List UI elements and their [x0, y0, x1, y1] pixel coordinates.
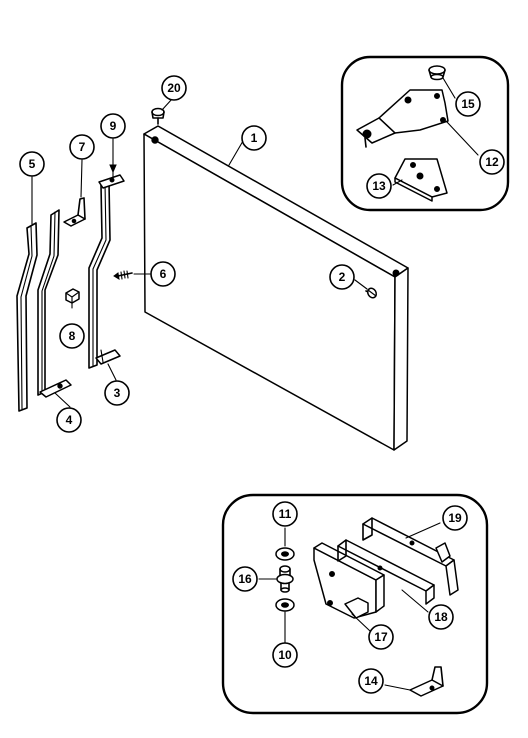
callout-5: 5 — [19, 151, 45, 177]
callout-3: 3 — [104, 380, 130, 406]
hinge-bracket-18 — [337, 539, 435, 605]
screw-6 — [113, 270, 133, 280]
hinge-plate-19 — [362, 517, 459, 596]
clip-7 — [63, 197, 86, 227]
bracket-14 — [409, 666, 444, 697]
callout-circle — [150, 261, 176, 287]
callout-circle — [232, 566, 258, 592]
callout-number: 5 — [29, 157, 36, 171]
callout-number: 12 — [485, 155, 499, 169]
screw-2 — [365, 287, 378, 299]
callout-12: 12 — [479, 149, 505, 175]
mounting-strip-4 — [37, 209, 72, 398]
callout-8: 8 — [59, 323, 85, 349]
callout-number: 10 — [278, 648, 292, 662]
callout-9: 9 — [100, 113, 126, 139]
callout-circle — [272, 642, 298, 668]
callout-circle — [442, 505, 468, 531]
callout-13: 13 — [366, 173, 392, 199]
callout-6: 6 — [150, 261, 176, 287]
callout-circle — [56, 407, 82, 433]
callout-circle — [329, 264, 355, 290]
callout-circle — [455, 91, 481, 117]
callout-circle — [428, 604, 454, 630]
callout-18: 18 — [428, 604, 454, 630]
callout-circle — [272, 501, 298, 527]
callout-number: 15 — [461, 97, 475, 111]
callout-number: 3 — [114, 386, 121, 400]
callout-number: 16 — [238, 572, 252, 586]
upper-hinge-inset — [340, 55, 510, 212]
callout-number: 8 — [69, 329, 76, 343]
callout-number: 9 — [110, 119, 117, 133]
lower-hinge-inset — [221, 493, 489, 715]
callout-circle — [59, 323, 85, 349]
callout-circle — [104, 380, 130, 406]
door-panel — [143, 125, 409, 451]
callout-10: 10 — [272, 642, 298, 668]
plug-20 — [151, 107, 165, 125]
trim-strip-left — [16, 222, 38, 412]
callout-number: 20 — [167, 81, 181, 95]
callout-circle — [358, 668, 384, 694]
washer-10 — [275, 598, 295, 612]
callout-16: 16 — [232, 566, 258, 592]
callout-circle — [479, 149, 505, 175]
callout-2: 2 — [329, 264, 355, 290]
callout-1: 1 — [241, 125, 267, 151]
callout-circle — [368, 624, 394, 650]
pin-15 — [428, 65, 446, 81]
callout-17: 17 — [368, 624, 394, 650]
callout-11: 11 — [272, 501, 298, 527]
callout-14: 14 — [358, 668, 384, 694]
callout-number: 7 — [79, 140, 86, 154]
callout-7: 7 — [69, 134, 95, 160]
callout-15: 15 — [455, 91, 481, 117]
callout-circle — [100, 113, 126, 139]
callout-number: 1 — [251, 131, 258, 145]
callout-number: 11 — [279, 507, 292, 521]
shim-13 — [394, 158, 448, 202]
leader-lines — [31, 98, 368, 408]
callout-circle — [161, 75, 187, 101]
callout-number: 18 — [434, 610, 448, 624]
callout-number: 6 — [160, 267, 167, 281]
callout-circle — [19, 151, 45, 177]
mounting-strip-3 — [88, 174, 125, 369]
washer-11 — [275, 547, 295, 561]
hinge-bracket-17 — [313, 542, 385, 619]
callout-4: 4 — [56, 407, 82, 433]
callout-19: 19 — [442, 505, 468, 531]
callout-circle — [366, 173, 392, 199]
hinge-plate-12 — [356, 89, 449, 148]
callout-number: 13 — [372, 179, 386, 193]
callout-number: 4 — [66, 413, 73, 427]
callout-number: 2 — [339, 270, 346, 284]
callout-number: 17 — [374, 630, 388, 644]
callout-circle — [241, 125, 267, 151]
callout-number: 14 — [364, 674, 378, 688]
callout-circle — [69, 134, 95, 160]
bushing-16 — [276, 565, 294, 593]
callout-20: 20 — [161, 75, 187, 101]
callout-number: 19 — [448, 511, 462, 525]
